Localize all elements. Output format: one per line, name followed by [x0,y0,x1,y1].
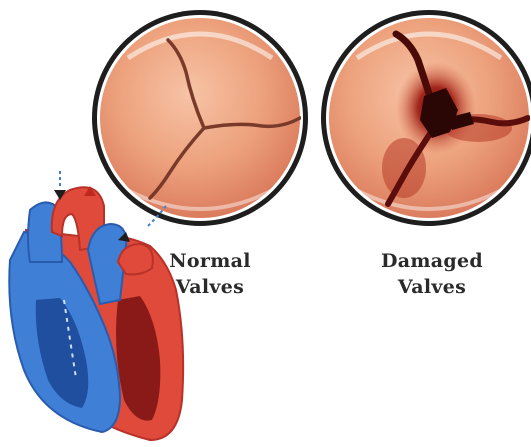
damaged-valve-illustration [321,10,531,226]
damaged-valves-label-line1: Damaged [357,248,507,274]
damaged-valves-label: Damaged Valves [357,248,507,300]
damaged-valves-label-line2: Valves [357,274,507,300]
normal-valves-label-line2: Valves [135,274,285,300]
normal-valves-label-line1: Normal [135,248,285,274]
normal-valve-illustration [92,10,308,226]
normal-valves-label: Normal Valves [135,248,285,300]
heart-cross-section-illustration [9,187,183,440]
